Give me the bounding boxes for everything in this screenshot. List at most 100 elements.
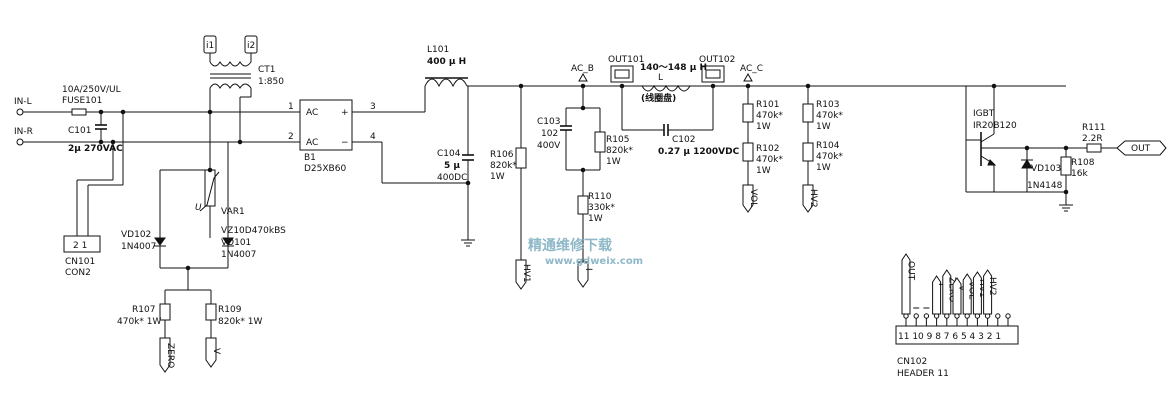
r110-value: 330k* bbox=[588, 203, 615, 213]
c101-value: 2μ 270VAC bbox=[68, 144, 123, 154]
zero-detect-section: U VAR1 VZ10D470kBS VD101 1N4007 VD102 1N… bbox=[117, 112, 286, 373]
r103-branch: R103 470k* 1W R104 470k* 1W HV2 bbox=[802, 83, 843, 213]
in-r-terminal bbox=[16, 138, 24, 146]
igbt-part: IR20B120 bbox=[973, 121, 1017, 131]
dc-filter: L101 400 μ H C104 5 μ 400DC bbox=[396, 45, 1066, 247]
r104-label: R104 bbox=[816, 141, 840, 151]
cn102-label: CN102 bbox=[897, 357, 927, 367]
vol-net-label: VOL bbox=[748, 189, 758, 207]
r110-label: R110 bbox=[588, 192, 612, 202]
watermark-url: www.gdweix.com bbox=[545, 256, 643, 267]
header-net-label: VOL bbox=[967, 281, 977, 299]
i2-label: i2 bbox=[247, 41, 255, 51]
c102-value: 0.27 μ 1200VDC bbox=[658, 147, 740, 157]
var1-label: VAR1 bbox=[221, 207, 245, 217]
b1-label: B1 bbox=[304, 153, 316, 163]
r102-value: 470k* bbox=[756, 155, 783, 165]
r106-value: 820k* bbox=[490, 161, 517, 171]
r103-value: 470k* bbox=[816, 111, 843, 121]
header-net-tag bbox=[932, 275, 942, 315]
fuse101-symbol bbox=[71, 108, 87, 116]
b1-plus: + bbox=[341, 108, 349, 118]
header-net-label: OUT bbox=[906, 261, 916, 281]
bridge-b1-body bbox=[299, 99, 353, 151]
vd101-label: VD101 bbox=[221, 238, 251, 248]
b1-part: D25XB60 bbox=[304, 164, 346, 174]
hv2-net-label: HV2 bbox=[808, 189, 818, 208]
vd103-label: VD103 bbox=[1031, 164, 1061, 174]
var1-u: U bbox=[195, 203, 202, 213]
coil-section: OUT101 OUT102 140～148 μ H L (线圈盘) C102 0… bbox=[608, 55, 740, 157]
c104-value: 5 μ bbox=[444, 161, 460, 171]
header-net-tag bbox=[972, 271, 982, 315]
bridge-b1: 1 2 3 4 AC AC + − B1 D25XB60 bbox=[288, 99, 468, 184]
in-r-label: IN-R bbox=[14, 127, 33, 137]
cn102-body bbox=[895, 325, 1019, 345]
igbt-label: IGBT bbox=[973, 109, 995, 119]
cn102-type: HEADER 11 bbox=[897, 369, 949, 379]
l101-value: 400 μ H bbox=[427, 57, 466, 67]
r111-label: R111 bbox=[1082, 123, 1105, 133]
ac-c-branch: AC_C R101 470k* 1W R102 470k* 1W VOL bbox=[740, 64, 783, 213]
r109-value: 820k* 1W bbox=[218, 317, 262, 327]
header-net-tag bbox=[942, 269, 952, 315]
hv2-net-tag bbox=[802, 184, 814, 213]
l101-label: L101 bbox=[427, 45, 449, 55]
igbt-section: IGBT IR20B120 R111 2.2R OUT VD103 1N4148… bbox=[965, 83, 1167, 212]
c103-value: 102 bbox=[541, 129, 558, 139]
r108-value: 16k bbox=[1071, 169, 1088, 179]
c104-voltage: 400DC bbox=[437, 173, 467, 183]
header-net-tag bbox=[901, 253, 911, 315]
c104-label: C104 bbox=[437, 149, 461, 159]
coil-inductance: 140～148 μ H bbox=[640, 63, 707, 73]
vd102-label: VD102 bbox=[121, 230, 151, 240]
r105-power: 1W bbox=[606, 157, 621, 167]
r107-label: R107 bbox=[132, 305, 155, 315]
c103-label: C103 bbox=[537, 117, 560, 127]
header-pin-10 bbox=[913, 313, 919, 319]
r101-power: 1W bbox=[756, 122, 771, 132]
header-net-tag bbox=[962, 273, 972, 315]
b1-ac2: AC bbox=[306, 138, 318, 148]
coil-l-label: L bbox=[658, 73, 663, 83]
i-net-tag bbox=[577, 261, 589, 288]
header-net-label: HV1 bbox=[977, 279, 987, 298]
ac-c-label: AC_C bbox=[740, 64, 763, 74]
header-net-label: I bbox=[936, 283, 946, 286]
r106-label: R106 bbox=[490, 150, 514, 160]
ct1-label: CT1 bbox=[258, 65, 276, 75]
header-pin-1 bbox=[1005, 313, 1011, 319]
ac-b-branch: AC_B C103 102 400V R105 820k* 1W R110 33… bbox=[537, 64, 633, 288]
r101-label: R101 bbox=[756, 100, 779, 110]
header-net-label: ZERO bbox=[946, 277, 956, 302]
r105-label: R105 bbox=[606, 135, 629, 145]
header-net-tag bbox=[983, 269, 993, 315]
r105-value: 820k* bbox=[606, 146, 633, 156]
i-net-label: I bbox=[583, 268, 593, 271]
pin1-label: 1 bbox=[288, 102, 294, 112]
r102-power: 1W bbox=[756, 166, 771, 176]
r106-branch: R106 820k* 1W HV1 bbox=[490, 83, 531, 290]
r104-power: 1W bbox=[816, 163, 831, 173]
header-net-tag bbox=[952, 277, 962, 315]
v-net-tag bbox=[205, 337, 217, 368]
c101-label: C101 bbox=[68, 126, 91, 136]
header-pin-2 bbox=[995, 313, 1001, 319]
r103-power: 1W bbox=[816, 122, 831, 132]
header-net-label: V bbox=[957, 285, 967, 292]
input-section: IN-L IN-R 10A/250V/UL FUSE101 C101 2μ 27… bbox=[14, 85, 300, 278]
in-l-label: IN-L bbox=[14, 97, 32, 107]
cn101-type: CON2 bbox=[65, 268, 91, 278]
var1-varistor bbox=[204, 169, 216, 207]
header-pin-9 bbox=[923, 313, 930, 319]
var1-part: VZ10D470kBS bbox=[221, 226, 286, 236]
pin4-label: 4 bbox=[370, 132, 376, 142]
vd101-part: 1N4007 bbox=[221, 250, 256, 260]
r104-value: 470k* bbox=[816, 152, 843, 162]
r101-value: 470k* bbox=[756, 111, 783, 121]
fuse-rating: 10A/250V/UL bbox=[62, 85, 121, 95]
cn101-connector bbox=[63, 235, 101, 253]
cn101-pins: 2 1 bbox=[73, 241, 87, 251]
